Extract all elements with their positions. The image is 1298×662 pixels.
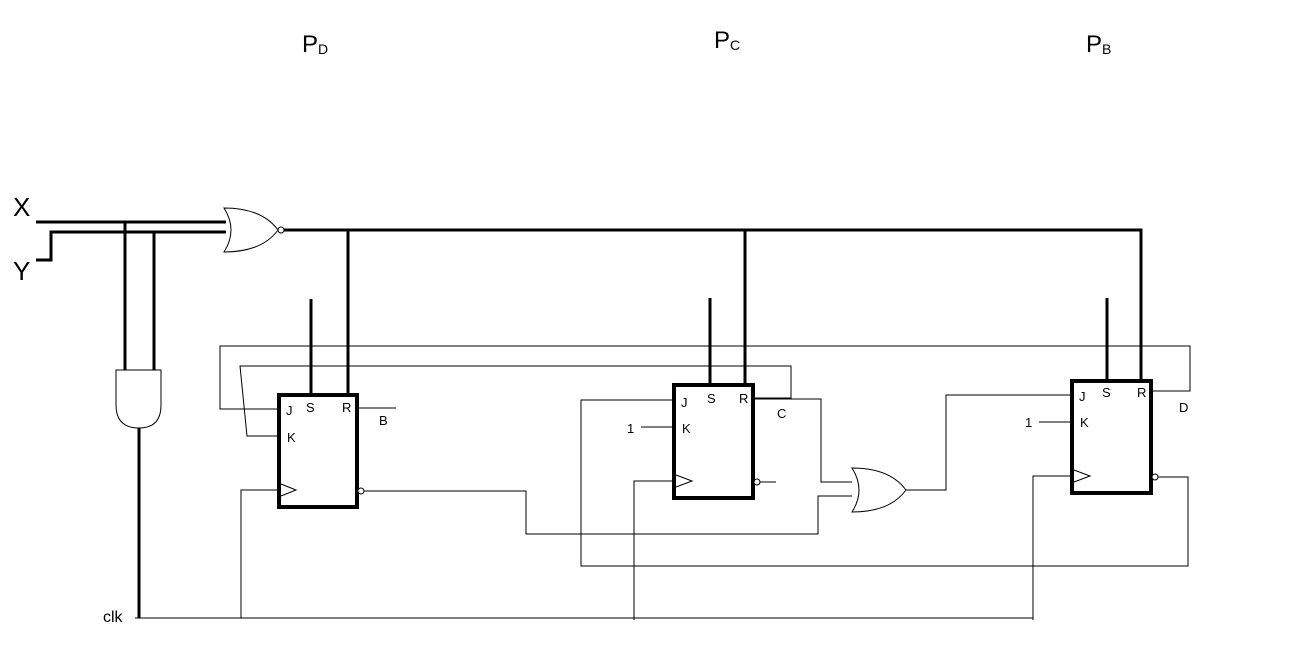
ff1-k: K [287,430,296,445]
and-gate-input [115,369,162,429]
or-gate [851,467,907,513]
ff1-r: R [342,400,351,415]
flip-flop-3: J S R K 1 D [1025,379,1188,495]
label-pb: PB [1086,31,1111,58]
ff2-j: J [681,395,688,410]
ff3-s: S [1102,385,1111,400]
label-pc: PC [714,27,740,54]
ff2-k-const: 1 [627,421,634,436]
ff2-s: S [707,391,716,406]
ff3-r: R [1137,385,1146,400]
label-pd: PD [302,31,328,58]
input-wires [36,220,1033,619]
preset-lines [309,298,1109,395]
ff3-j: J [1079,389,1086,404]
ff1-j: J [286,403,293,418]
label-clk: clk [103,609,124,626]
ff3-k: K [1080,415,1089,430]
label-x: X [13,192,30,222]
ff1-s: S [306,400,315,415]
ff2-r: R [739,391,748,406]
nor-gate [223,207,285,253]
flip-flop-1: J S R K B [277,393,396,509]
ff3-out: D [1179,400,1188,415]
interconnect-wires [219,345,1191,620]
clear-line [284,228,1143,395]
ff1-out: B [379,413,388,428]
ff2-out: C [777,406,786,421]
label-y: Y [13,256,30,286]
ff2-k: K [682,421,691,436]
flip-flop-2: J S R K 1 C [627,383,786,500]
ff3-k-const: 1 [1025,415,1032,430]
